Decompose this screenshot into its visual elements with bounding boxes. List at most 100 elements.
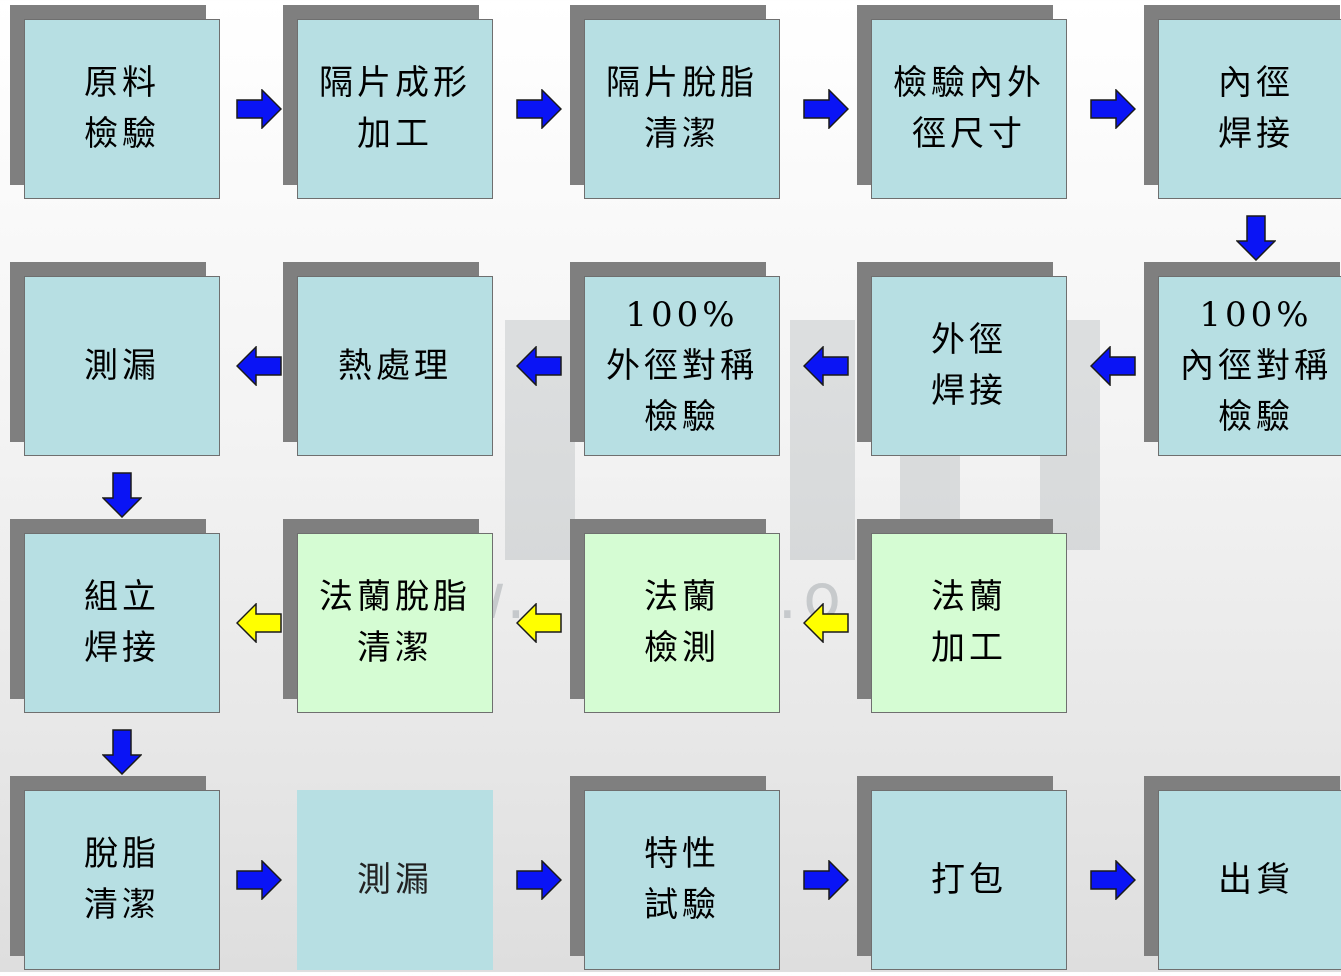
process-step-s12: 法蘭脫脂清潔 — [283, 519, 493, 719]
step-label: 測漏 — [357, 855, 433, 906]
step-label-line: 焊接 — [1218, 114, 1294, 154]
step-label-line: 焊接 — [931, 371, 1007, 411]
step-label: 特性試驗 — [644, 829, 720, 931]
step-box: 隔片成形加工 — [297, 19, 493, 199]
process-step-s11: 組立焊接 — [10, 519, 220, 719]
step-label-line: 內徑對稱 — [1180, 345, 1332, 386]
step-box: 熱處理 — [297, 276, 493, 456]
step-label-line: 測漏 — [357, 859, 433, 900]
process-step-s15: 脫脂清潔 — [10, 776, 220, 976]
step-label: 測漏 — [84, 341, 160, 392]
step-box: 法蘭加工 — [871, 533, 1067, 713]
step-label-line: 熱處理 — [338, 345, 452, 386]
step-label: 100%內徑對稱檢驗 — [1180, 290, 1332, 443]
process-step-s4: 檢驗內外徑尺寸 — [857, 5, 1067, 205]
step-label: 法蘭檢測 — [644, 572, 720, 674]
arrow-right-blue-s16-to-s17 — [516, 860, 562, 900]
step-box: 內徑焊接 — [1158, 19, 1341, 199]
step-label: 外徑焊接 — [931, 315, 1007, 417]
step-box: 外徑焊接 — [871, 276, 1067, 456]
process-step-s17: 特性試驗 — [570, 776, 780, 976]
step-label-line: 外徑 — [931, 320, 1007, 360]
arrow-left-yellow-s14-to-s13 — [803, 603, 849, 643]
step-box: 檢驗內外徑尺寸 — [871, 19, 1067, 199]
arrow-left-yellow-s12-to-s11 — [236, 603, 282, 643]
step-label-line: 隔片成形 — [319, 63, 471, 103]
step-label-line: 特性 — [644, 834, 720, 874]
arrow-down-blue-s10-to-s11 — [102, 472, 142, 518]
step-label-line: 檢驗 — [1218, 396, 1294, 437]
step-box: 隔片脫脂清潔 — [584, 19, 780, 199]
arrow-right-blue-s18-to-s19 — [1090, 860, 1136, 900]
step-box: 出貨 — [1158, 790, 1341, 970]
step-box: 組立焊接 — [24, 533, 220, 713]
step-box: 特性試驗 — [584, 790, 780, 970]
step-label-line: 出貨 — [1218, 859, 1294, 900]
step-label: 出貨 — [1218, 855, 1294, 906]
arrow-right-blue-s3-to-s4 — [803, 89, 849, 129]
step-label-line: 檢驗內外 — [893, 63, 1045, 103]
step-label: 隔片脫脂清潔 — [606, 58, 758, 160]
step-box: 法蘭脫脂清潔 — [297, 533, 493, 713]
process-step-s13: 法蘭檢測 — [570, 519, 780, 719]
step-label: 脫脂清潔 — [84, 829, 160, 931]
step-label-line: 組立 — [84, 577, 160, 617]
step-label-line: 打包 — [931, 859, 1007, 900]
process-step-s16: 測漏 — [283, 776, 493, 976]
process-step-s19: 出貨 — [1144, 776, 1341, 976]
arrow-left-blue-s9-to-s10 — [236, 346, 282, 386]
step-label: 法蘭脫脂清潔 — [319, 572, 471, 674]
step-label: 100% 外徑對稱檢驗 — [606, 290, 758, 443]
process-step-s5: 內徑焊接 — [1144, 5, 1341, 205]
step-label: 法蘭加工 — [931, 572, 1007, 674]
arrow-left-blue-s7-to-s8 — [803, 346, 849, 386]
arrow-right-blue-s17-to-s18 — [803, 860, 849, 900]
step-label: 內徑焊接 — [1218, 58, 1294, 160]
step-box: 打包 — [871, 790, 1067, 970]
step-label: 熱處理 — [338, 341, 452, 392]
arrow-right-blue-s2-to-s3 — [516, 89, 562, 129]
step-box: 脫脂清潔 — [24, 790, 220, 970]
step-box: 100%內徑對稱檢驗 — [1158, 276, 1341, 456]
step-label-line: 原料 — [84, 63, 160, 103]
arrow-left-blue-s6-to-s7 — [1090, 346, 1136, 386]
process-step-s3: 隔片脫脂清潔 — [570, 5, 780, 205]
step-label-line: 外徑對稱 — [606, 345, 758, 386]
arrow-left-yellow-s13-to-s12 — [516, 603, 562, 643]
process-step-s1: 原料檢驗 — [10, 5, 220, 205]
step-label-line: 檢測 — [644, 628, 720, 668]
step-label-line: 檢驗 — [84, 114, 160, 154]
step-label-line: 100% — [625, 294, 739, 335]
step-label-line: 法蘭脫脂 — [319, 577, 471, 617]
step-label-line: 徑尺寸 — [912, 114, 1026, 154]
step-box: 測漏 — [297, 790, 493, 970]
step-box: 測漏 — [24, 276, 220, 456]
step-label-line: 焊接 — [84, 628, 160, 668]
step-label-line: 清潔 — [644, 114, 720, 154]
step-label-line: 測漏 — [84, 345, 160, 386]
step-box: 原料檢驗 — [24, 19, 220, 199]
step-label-line: 法蘭 — [931, 577, 1007, 617]
step-label-line: 加工 — [357, 114, 433, 154]
arrow-right-blue-s15-to-s16 — [236, 860, 282, 900]
step-label-line: 清潔 — [84, 885, 160, 925]
step-label-line: 內徑 — [1218, 63, 1294, 103]
step-label-line: 法蘭 — [644, 577, 720, 617]
step-label-line: 加工 — [931, 628, 1007, 668]
step-label-line: 清潔 — [357, 628, 433, 668]
arrow-right-blue-s4-to-s5 — [1090, 89, 1136, 129]
process-step-s10: 測漏 — [10, 262, 220, 462]
arrow-left-blue-s8-to-s9 — [516, 346, 562, 386]
process-step-s14: 法蘭加工 — [857, 519, 1067, 719]
step-label-line: 檢驗 — [644, 396, 720, 437]
process-step-s7: 外徑焊接 — [857, 262, 1067, 462]
step-box: 100% 外徑對稱檢驗 — [584, 276, 780, 456]
step-label-line: 脫脂 — [84, 834, 160, 874]
process-step-s18: 打包 — [857, 776, 1067, 976]
process-step-s6: 100%內徑對稱檢驗 — [1144, 262, 1341, 462]
process-step-s9: 熱處理 — [283, 262, 493, 462]
step-label: 隔片成形加工 — [319, 58, 471, 160]
step-label-line: 試驗 — [644, 885, 720, 925]
process-step-s2: 隔片成形加工 — [283, 5, 493, 205]
